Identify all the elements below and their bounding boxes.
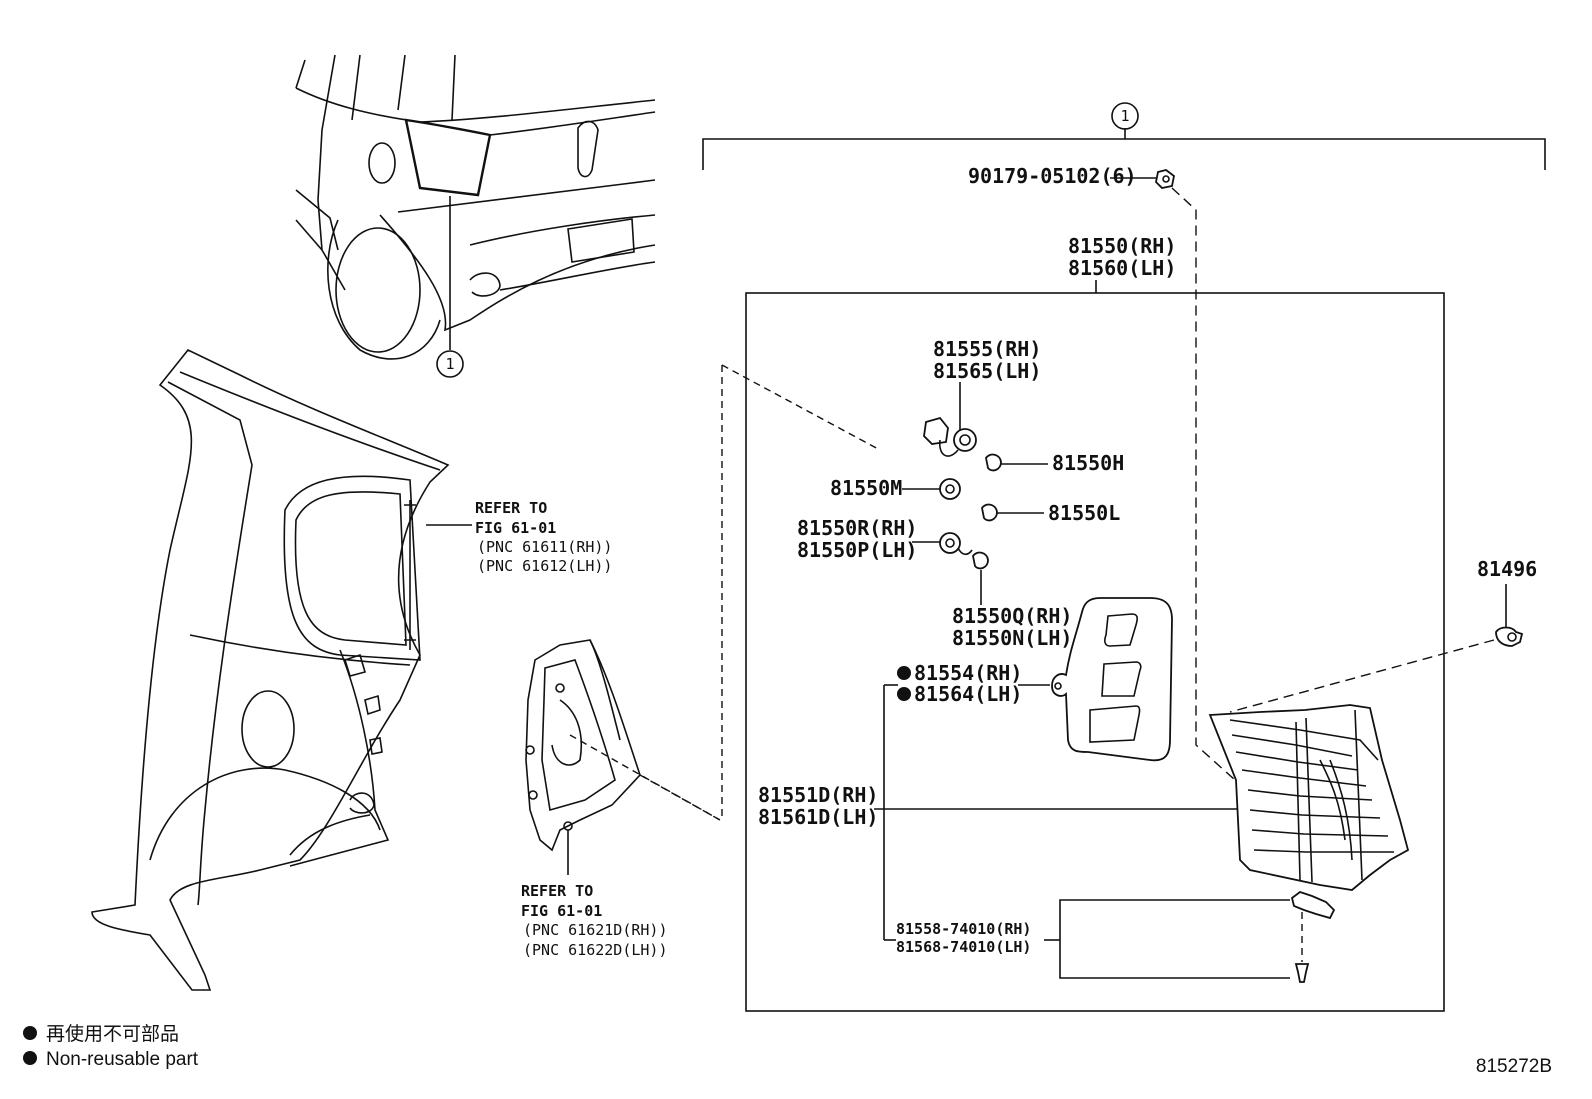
refer-upper-pnc-lh: (PNC 61612(LH)) <box>477 557 612 575</box>
refer-note-lower: REFER TO FIG 61-01 (PNC 61621D(RH)) (PNC… <box>521 882 668 959</box>
bulb-q-part: 81550Q(RH) 81550N(LH) <box>952 551 1072 650</box>
label-bracket-lh: 81568-74010(LH) <box>896 938 1031 956</box>
non-reusable-dot-rh <box>897 666 911 680</box>
socket-r-part: 81550R(RH) 81550P(LH) <box>797 516 973 562</box>
lamp-assembly-box <box>745 292 1445 1012</box>
socket-m-part: 81550M <box>830 476 961 500</box>
tail-lamp-lens-part <box>1208 704 1410 891</box>
label-bulb-n: 81550N(LH) <box>952 626 1072 650</box>
bulb-h-part: 81550H <box>985 451 1124 475</box>
refer-upper-fig: FIG 61-01 <box>475 519 556 537</box>
label-bolt: 90179-05102(6) <box>968 164 1137 188</box>
label-bulb-l: 81550L <box>1048 501 1120 525</box>
callout-marker-assembly: 1 <box>1120 107 1129 125</box>
refer-upper-title: REFER TO <box>475 499 547 517</box>
inner-panel-illustration <box>525 639 721 875</box>
refer-lower-fig: FIG 61-01 <box>521 902 602 920</box>
label-socket-m: 81550M <box>830 476 902 500</box>
car-rear-illustration: 1 <box>295 54 656 378</box>
label-socket-lh: 81565(LH) <box>933 359 1041 383</box>
label-socket-r: 81550R(RH) <box>797 516 917 540</box>
label-bulb-h: 81550H <box>1052 451 1124 475</box>
bracket-part: 81558-74010(RH) 81568-74010(LH) <box>896 890 1336 983</box>
socket-part: 81555(RH) 81565(LH) <box>923 337 1041 457</box>
label-lamp-assy-lh: 81560(LH) <box>1068 256 1176 280</box>
label-lamp-assy-rh: 81550(RH) <box>1068 234 1176 258</box>
bolt-part: 90179-05102(6) <box>968 164 1236 781</box>
lens-label-group: 81551D(RH) 81561D(LH) <box>758 684 1240 941</box>
label-bracket-rh: 81558-74010(RH) <box>896 920 1031 938</box>
assembly-bracket: 1 <box>702 102 1546 170</box>
refer-lower-pnc-lh: (PNC 61622D(LH)) <box>523 941 668 959</box>
legend-dot-en <box>23 1051 37 1065</box>
non-reusable-dot-lh <box>897 687 911 701</box>
legend-jp: 再使用不可部品 <box>46 1023 179 1045</box>
gasket-part: 81554(RH) 81564(LH) <box>897 597 1173 762</box>
bulb-l-part: 81550L <box>981 501 1120 525</box>
clip-part: 81496 <box>1229 557 1537 713</box>
refer-note-upper: REFER TO FIG 61-01 (PNC 61611(RH)) (PNC … <box>475 499 612 575</box>
label-lens-lh: 81561D(LH) <box>758 805 878 829</box>
figure-id: 815272B <box>1476 1056 1552 1077</box>
label-gasket-rh: 81554(RH) <box>914 661 1022 685</box>
label-socket-rh: 81555(RH) <box>933 337 1041 361</box>
label-lens-rh: 81551D(RH) <box>758 783 878 807</box>
callout-marker-car: 1 <box>445 355 454 373</box>
legend-dot-jp <box>23 1026 37 1040</box>
refer-upper-pnc-rh: (PNC 61611(RH)) <box>477 538 612 556</box>
label-clip: 81496 <box>1477 557 1537 581</box>
label-socket-p: 81550P(LH) <box>797 538 917 562</box>
legend: 再使用不可部品 Non-reusable part <box>23 1023 199 1070</box>
quarter-panel-illustration <box>91 349 472 991</box>
refer-lower-pnc-rh: (PNC 61621D(RH)) <box>523 921 668 939</box>
refer-lower-title: REFER TO <box>521 882 593 900</box>
legend-en: Non-reusable part <box>46 1049 199 1070</box>
label-bulb-q: 81550Q(RH) <box>952 604 1072 628</box>
label-gasket-lh: 81564(LH) <box>914 682 1022 706</box>
